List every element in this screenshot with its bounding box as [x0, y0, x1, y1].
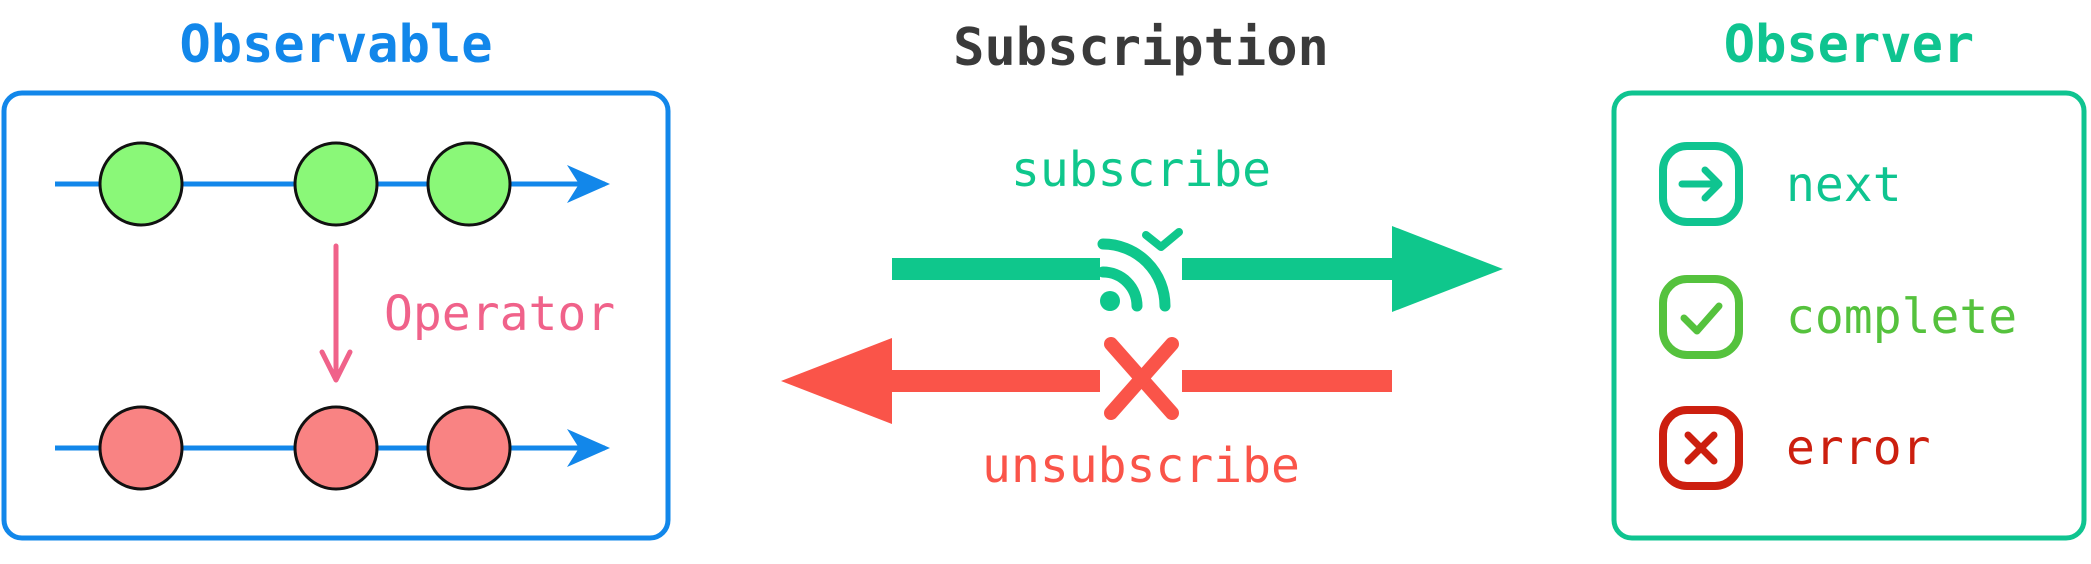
operator-label: Operator — [384, 286, 615, 342]
observer-title: Observer — [1724, 15, 1974, 75]
result-stream — [55, 405, 610, 491]
observer-box — [1611, 90, 2087, 541]
close-icon — [1659, 406, 1743, 490]
subscription-title: Subscription — [953, 18, 1329, 78]
check-icon — [1142, 228, 1183, 251]
observer-item-error: error — [1659, 406, 1931, 490]
unsubscribe-arrow-shaft — [890, 370, 1100, 392]
operator: Operator — [319, 243, 615, 383]
observable-panel: Observable Operator — [1, 15, 671, 541]
subscribe-arrow-shaft — [1182, 258, 1394, 280]
observer-item-label: error — [1786, 420, 1931, 476]
observable-title: Observable — [179, 15, 492, 75]
arrow-right-icon — [1659, 142, 1743, 226]
source-marble — [293, 141, 379, 227]
rss-icon — [1097, 238, 1171, 312]
close-icon — [1104, 337, 1179, 420]
check-icon — [1659, 275, 1743, 359]
unsubscribe-arrow — [781, 338, 1392, 424]
observable-box — [1, 90, 671, 541]
source-stream — [55, 141, 610, 227]
subscription-section: Subscription subscribe unsubscribe — [781, 18, 1503, 494]
unsubscribe-label: unsubscribe — [982, 438, 1300, 494]
subscribe-arrow-tail — [892, 258, 1100, 280]
unsubscribe-arrow-tail — [1182, 370, 1392, 392]
source-marble — [426, 141, 512, 227]
result-marble — [98, 405, 184, 491]
operator-arrowhead — [319, 349, 353, 383]
observer-item-complete: complete — [1659, 275, 2017, 359]
observer-item-label: next — [1786, 157, 1902, 213]
subscribe-label: subscribe — [1011, 142, 1271, 198]
source-marble — [98, 141, 184, 227]
observer-panel: Observer next complete error — [1611, 15, 2087, 541]
unsubscribe-arrowhead — [781, 338, 892, 424]
result-marble — [426, 405, 512, 491]
observer-item-label: complete — [1786, 289, 2017, 345]
result-timeline-arrowhead — [567, 429, 610, 467]
subscribe-arrowhead — [1392, 226, 1503, 312]
source-timeline-arrowhead — [567, 165, 610, 203]
observer-item-next: next — [1659, 142, 1902, 226]
subscribe-arrow — [892, 226, 1503, 312]
result-marble — [293, 405, 379, 491]
